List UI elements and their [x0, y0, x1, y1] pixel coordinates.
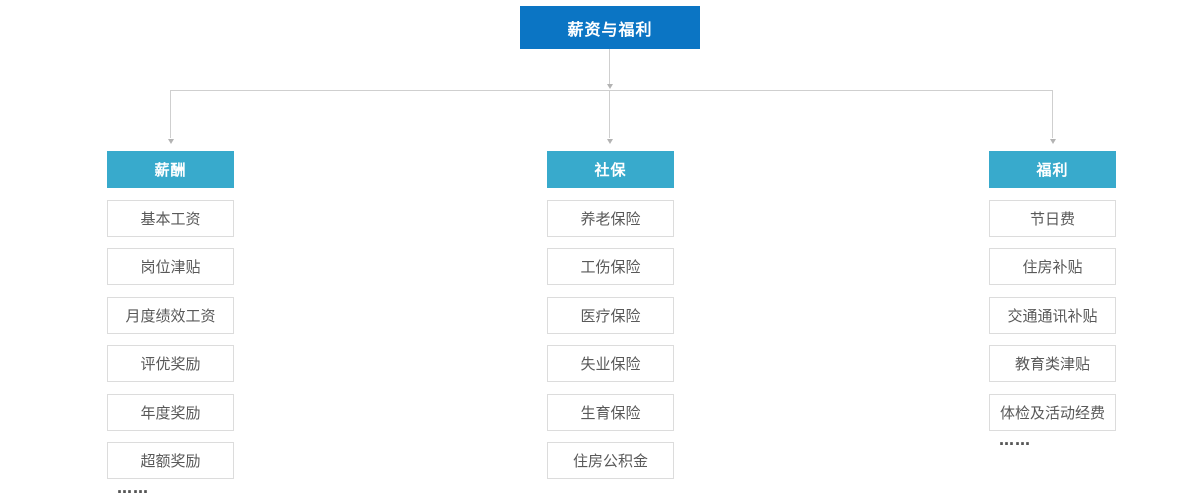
ellipsis-more: …… — [117, 479, 149, 497]
item-label: 交通通讯补贴 — [1007, 306, 1098, 325]
item-box: 基本工资 — [107, 199, 234, 237]
item-label: 体检及活动经费 — [999, 403, 1105, 422]
column-header: 福利 — [989, 151, 1116, 188]
connector-drop-left — [170, 91, 171, 138]
item-box: 年度奖励 — [107, 393, 234, 431]
item-label: 超额奖励 — [140, 452, 201, 470]
item-label: 岗位津贴 — [140, 258, 201, 276]
item-box: 体检及活动经费 — [989, 393, 1116, 431]
item-label: 生育保险 — [580, 403, 641, 422]
item-box: 工伤保险 — [547, 248, 674, 285]
item-label: 年度奖励 — [140, 403, 201, 422]
column-header-label: 福利 — [1036, 161, 1069, 179]
item-label: 住房补贴 — [1022, 258, 1083, 276]
column-compensation: 薪酬 基本工资 岗位津贴 月度绩效工资 评优奖励 年度奖励 超额奖励 …… — [107, 151, 234, 496]
item-box: 节日费 — [989, 199, 1116, 237]
item-box: 失业保险 — [547, 345, 674, 382]
item-box: 评优奖励 — [107, 345, 234, 382]
item-box: 超额奖励 — [107, 442, 234, 479]
arrow-down-icon — [168, 139, 174, 144]
item-box: 月度绩效工资 — [107, 296, 234, 334]
item-box: 生育保险 — [547, 393, 674, 431]
item-label: 失业保险 — [580, 355, 641, 373]
item-label: 评优奖励 — [140, 355, 201, 373]
column-header-label: 薪酬 — [154, 161, 187, 179]
connector-drop-right — [1052, 91, 1053, 138]
arrow-down-icon — [607, 139, 613, 144]
item-label: 医疗保险 — [580, 306, 641, 325]
item-label: 教育类津贴 — [1014, 355, 1090, 373]
connector-horizontal-main — [170, 90, 1053, 91]
connector-drop-middle — [609, 91, 610, 138]
item-box: 岗位津贴 — [107, 248, 234, 285]
item-box: 住房补贴 — [989, 248, 1116, 285]
item-label: 节日费 — [1029, 209, 1075, 228]
connector-vertical-root — [609, 49, 610, 84]
column-header: 薪酬 — [107, 151, 234, 188]
column-benefits: 福利 节日费 住房补贴 交通通讯补贴 教育类津贴 体检及活动经费 …… — [989, 151, 1116, 448]
arrow-down-icon — [1050, 139, 1056, 144]
item-label: 住房公积金 — [572, 452, 648, 470]
column-header-label: 社保 — [594, 161, 627, 179]
column-header: 社保 — [547, 151, 674, 188]
item-label: 工伤保险 — [580, 258, 641, 276]
root-node-salary-benefits: 薪资与福利 — [520, 6, 700, 49]
root-node-label: 薪资与福利 — [567, 19, 653, 39]
item-box: 交通通讯补贴 — [989, 296, 1116, 334]
item-label: 月度绩效工资 — [125, 306, 216, 325]
column-social-insurance: 社保 养老保险 工伤保险 医疗保险 失业保险 生育保险 住房公积金 — [547, 151, 674, 479]
item-box: 医疗保险 — [547, 296, 674, 334]
item-label: 基本工资 — [140, 209, 201, 228]
item-box: 养老保险 — [547, 199, 674, 237]
arrow-down-icon — [607, 84, 613, 89]
item-box: 教育类津贴 — [989, 345, 1116, 382]
item-box: 住房公积金 — [547, 442, 674, 479]
item-label: 养老保险 — [580, 209, 641, 228]
ellipsis-more: …… — [999, 430, 1031, 449]
